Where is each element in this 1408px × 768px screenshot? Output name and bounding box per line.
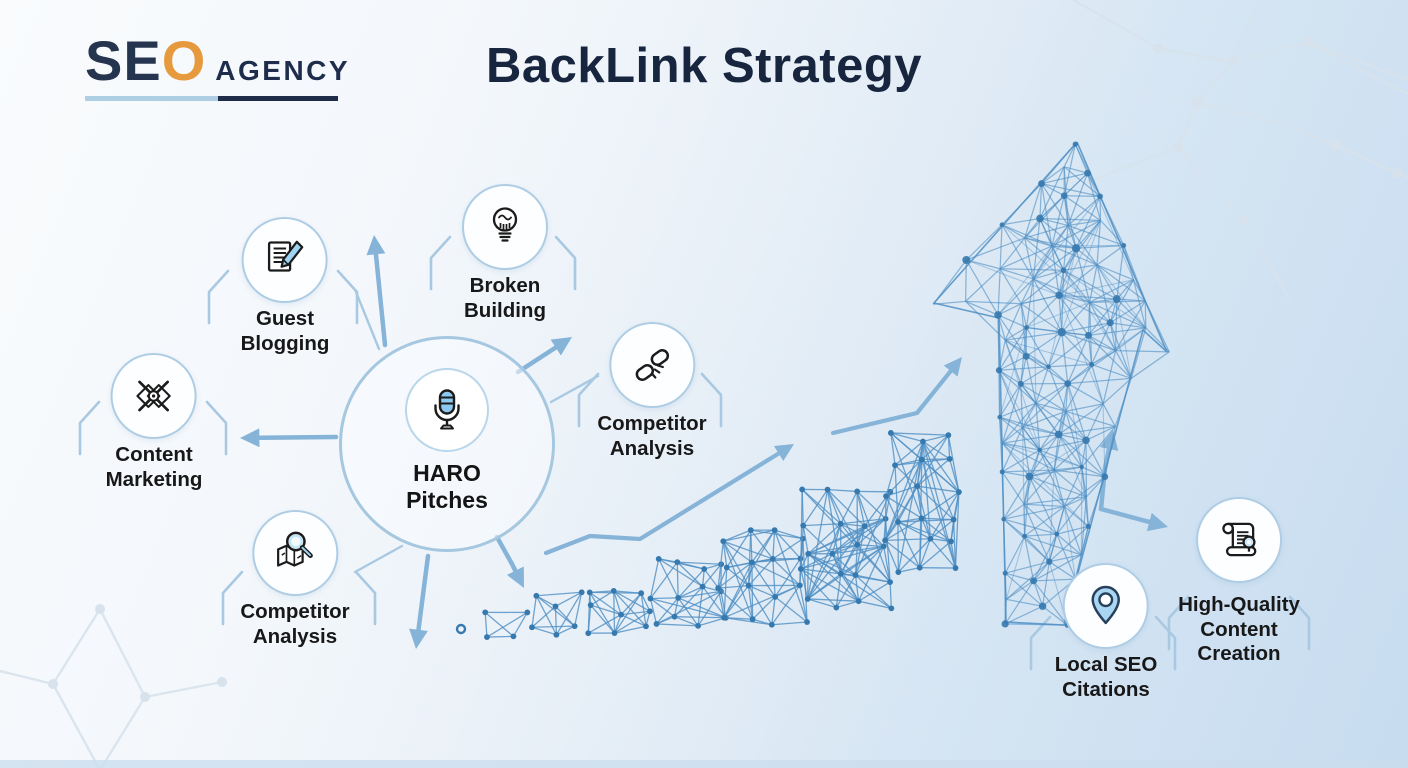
node-label: High-Quality Content Creation [1178,593,1300,667]
growth-bars [455,430,962,640]
guest-blogging-circle [242,217,328,303]
label-line: Marketing [105,467,203,491]
node-label: Content Marketing [106,443,203,492]
label-brackets [78,235,1311,671]
connector-lines [353,290,600,574]
label-line: Content [1200,617,1278,641]
label-line: Broken [469,274,541,297]
node-label: Broken Building [464,274,546,323]
brand-logo: SEO AGENCY [85,33,350,101]
node-high-quality-content-creation: High-Quality Content Creation [1178,497,1300,667]
document-pen-icon [268,240,304,272]
label-line: Citations [1062,677,1150,701]
logo-text: SEO AGENCY [85,33,350,89]
broken-building-circle [462,184,548,270]
logo-underline-light [85,96,218,101]
label-line: Creation [1197,642,1281,666]
node-guest-blogging: Guest Blogging [241,217,330,356]
node-competitor-analysis-links: Competitor Analysis [597,322,707,461]
scroll-magnifier-icon [1222,522,1257,557]
node-content-marketing: Content Marketing [106,353,203,492]
node-broken-building: Broken Building [462,184,548,323]
logo-agency-word: AGENCY [215,55,351,86]
competitor-analysis-map-circle [251,510,338,596]
location-pin-icon [1091,585,1121,625]
node-label: Local SEO Citations [1055,653,1158,702]
logo-underline-dark [218,96,338,101]
node-haro-pitches: HARO Pitches [339,336,555,552]
microphone-icon [434,389,460,430]
label-line: Content [115,443,193,466]
label-line: Guest [255,307,315,330]
label-line: Analysis [252,624,338,648]
crossed-diamonds-icon [136,380,172,412]
label-line: Pitches [406,487,488,514]
node-local-seo-citations: Local SEO Citations [1055,563,1158,702]
logo-se: SE [85,29,162,92]
node-label: Competitor Analysis [240,600,349,649]
content-marketing-circle [110,353,197,439]
logo-o: O [161,29,207,92]
local-seo-citations-circle [1063,563,1149,649]
label-line: Blogging [240,331,330,355]
label-line: Local SEO [1054,653,1158,676]
map-magnifier-icon [276,531,313,567]
growth-arrow [932,141,1170,628]
label-line: High-Quality [1178,593,1300,616]
node-label: Competitor Analysis [597,412,706,461]
node-label: Guest Blogging [241,307,330,356]
label-line: Building [464,298,546,322]
high-quality-content-creation-circle [1195,497,1282,583]
broken-chain-icon [635,349,669,381]
label-line: Analysis [609,436,695,460]
haro-label: HARO Pitches [339,460,555,514]
flow-arrows [240,235,1168,649]
logo-seo-word: SEO [85,33,206,89]
logo-underline [85,96,338,101]
haro-icon-circle [405,368,489,452]
node-competitor-analysis-map: Competitor Analysis [240,510,350,649]
label-line: Competitor [597,412,707,435]
page-title: BackLink Strategy [485,39,923,93]
label-line: HARO [413,460,481,486]
label-line: Competitor [240,600,350,623]
competitor-analysis-links-circle [608,322,695,408]
lightbulb-icon [492,207,518,242]
